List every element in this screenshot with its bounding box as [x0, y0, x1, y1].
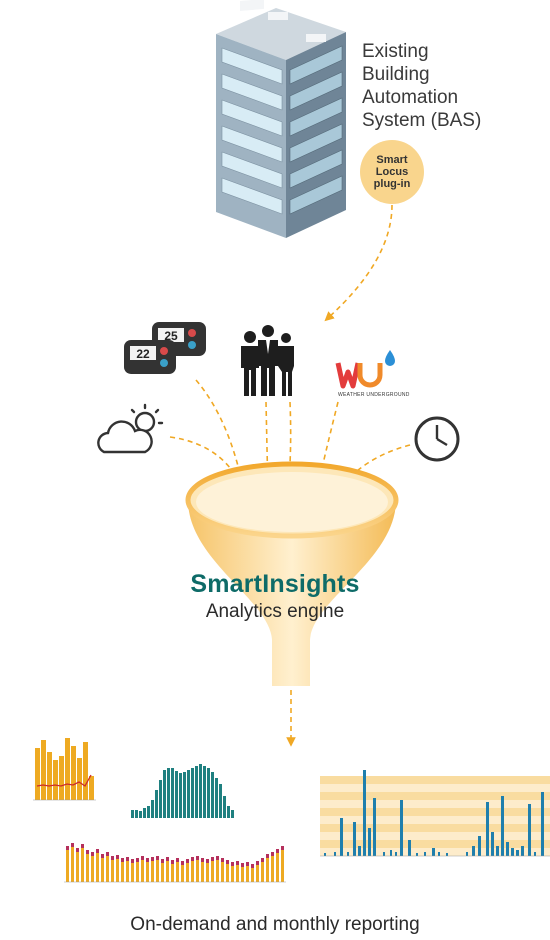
reporting-caption: On-demand and monthly reporting [130, 914, 420, 935]
engine-title: SmartInsights [190, 570, 360, 598]
report-thumbnail-stacked-bars [64, 843, 286, 883]
bas-arrow [324, 204, 393, 322]
thermostat-reading-lower: 22 [136, 347, 150, 361]
thermostat-reading-upper: 25 [164, 329, 178, 343]
report-thumbnail-orange-bars [33, 738, 96, 801]
clock-icon [414, 416, 460, 462]
building-icon [216, 0, 346, 238]
plugin-badge-line-1: Smart [376, 154, 408, 166]
weather-underground-logo [335, 350, 395, 389]
bas-label-line-4: System (BAS) [362, 110, 482, 131]
bas-label-line-3: Automation [362, 87, 459, 108]
plugin-badge-line-3: plug-in [373, 178, 411, 190]
bas-label: Existing Building Automation System (BAS… [362, 40, 542, 132]
report-thumbnail-teal-bars [131, 764, 234, 818]
engine-subtitle: Analytics engine [205, 601, 345, 622]
report-thumbnail-blue-bars [320, 770, 550, 857]
weather-underground-caption: WEATHER UNDERGROUND [338, 392, 410, 398]
funnel [185, 461, 399, 686]
plugin-badge: Smart Locus plug-in [360, 140, 424, 204]
people-icon [241, 325, 294, 396]
engine-branding: SmartInsights Analytics engine [0, 570, 550, 623]
bas-label-line-2: Building [362, 64, 430, 85]
cloud-sun-icon [97, 403, 164, 454]
plugin-badge-line-2: Locus [375, 166, 409, 178]
thermostat-icon: 25 22 [124, 322, 206, 374]
bas-label-line-1: Existing [362, 41, 429, 62]
